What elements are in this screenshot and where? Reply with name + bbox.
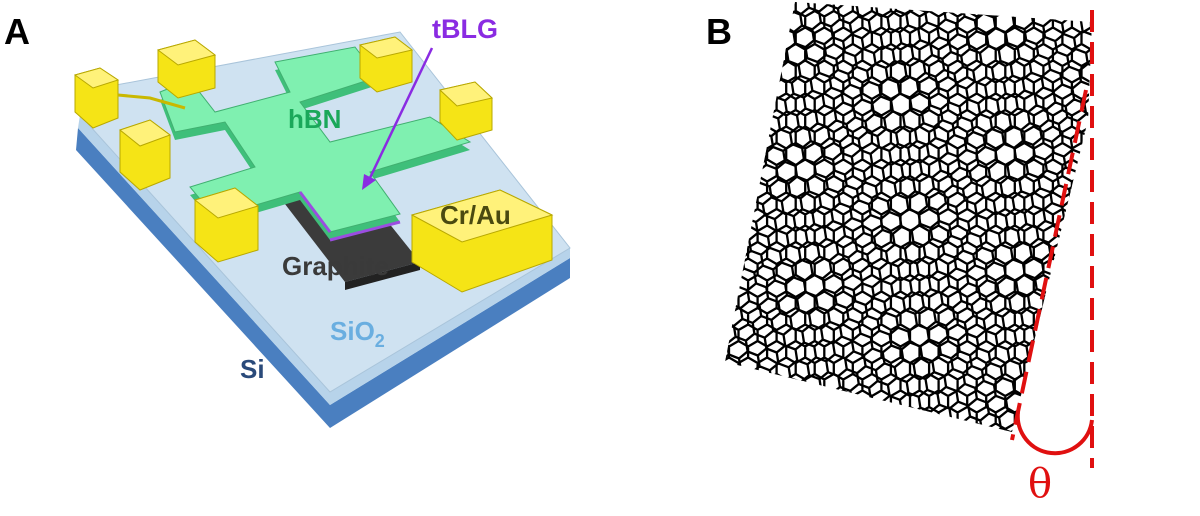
contact-pad [73,67,120,129]
label-hbn: hBN [288,104,341,134]
label-cr-au: Cr/Au [440,200,511,230]
rotated-lattice-line [1010,89,1088,441]
label-si: Si [240,354,265,384]
angle-arc [1015,411,1094,456]
label-graphite: Graphite [282,251,389,281]
twisted-hexagonal-lattice [725,2,1092,432]
hexagon-mesh [725,2,1092,432]
contact-pad [193,187,260,263]
contact-pad [156,39,217,99]
graphene-layer-2 [725,2,1092,432]
contact-pad [118,119,172,191]
label-tblg: tBLG [432,14,498,44]
contact-pad [358,36,414,93]
panel-a-letter: A [4,11,30,52]
label-sio2: SiO2 [330,316,385,351]
cr-au-contacts [73,36,554,293]
arrowhead-icon [362,174,376,190]
tblg-arrow [366,47,434,183]
hexagon-mesh [725,2,1092,432]
theta-label: θ [1028,461,1052,507]
sio2-side [78,115,570,405]
panel-b-letter: B [706,11,732,52]
contact-pad [438,81,494,141]
panel-b-twisted-lattice: B θ [706,2,1094,507]
graphene-layer-1 [725,2,1092,432]
si-layer [76,128,570,428]
panel-a-device-schematic: A tBLG hBN [4,11,571,428]
contact-pad [410,189,554,293]
